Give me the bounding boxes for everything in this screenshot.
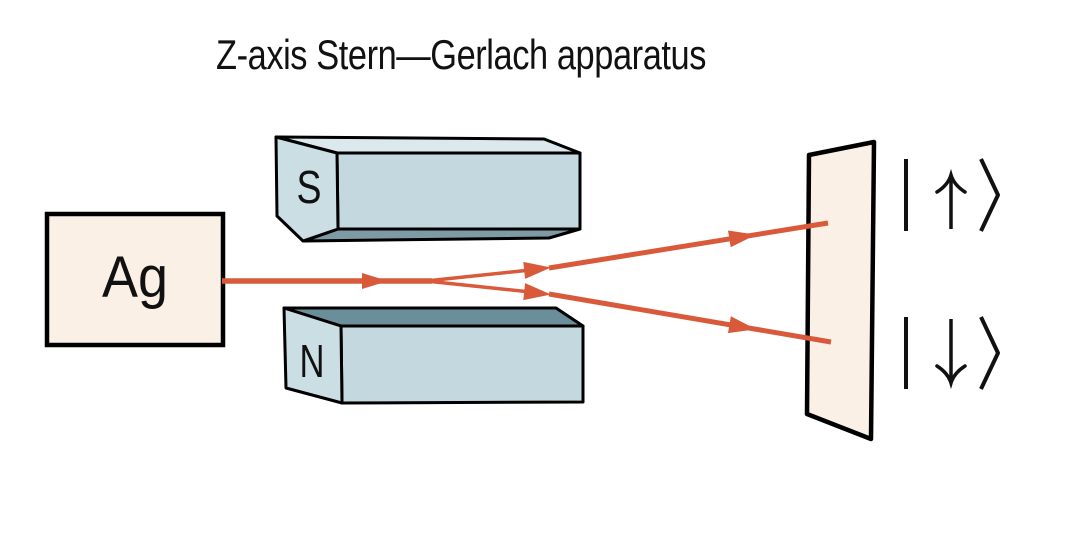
diagram-title: Z-axis Stern—Gerlach apparatus bbox=[216, 31, 706, 78]
ket-up-angle-bracket bbox=[979, 158, 1000, 232]
magnet-south-left-face bbox=[274, 135, 340, 243]
arrowhead-main-icon bbox=[362, 273, 388, 289]
arrowhead-lower-mid-icon bbox=[728, 316, 756, 334]
magnet-south-label: S bbox=[297, 161, 322, 213]
arrowhead-upper-junction-icon bbox=[523, 261, 551, 279]
arrowhead-upper-mid-icon bbox=[728, 230, 756, 248]
arrowhead-lower-junction-icon bbox=[523, 283, 551, 301]
beam-split-upper bbox=[425, 267, 534, 283]
magnet-south-front-face bbox=[335, 151, 582, 231]
source-box: Ag bbox=[44, 211, 226, 348]
beam-upper-to-screen bbox=[548, 220, 829, 271]
up-arrow-head-icon bbox=[935, 168, 967, 194]
beam-split-lower bbox=[425, 279, 534, 295]
beam-arrowheads bbox=[362, 230, 756, 334]
spin-down-ket bbox=[904, 316, 1000, 390]
magnet-north-label: N bbox=[300, 335, 325, 387]
detector-screen-panel bbox=[804, 139, 877, 442]
detector-screen bbox=[804, 139, 877, 442]
ket-down-angle-bracket bbox=[979, 316, 1000, 390]
spin-up-ket bbox=[904, 158, 1000, 232]
source-box-label: Ag bbox=[102, 245, 168, 310]
source-box-outline bbox=[44, 211, 226, 348]
magnet-north-left-face bbox=[282, 306, 344, 405]
magnet-north-pole: N bbox=[282, 306, 585, 405]
magnet-south-underside-face bbox=[302, 227, 582, 243]
down-arrow-head-icon bbox=[935, 364, 967, 390]
beam-paths bbox=[222, 220, 832, 345]
magnet-north-front-face bbox=[339, 324, 585, 405]
beam-lower-to-screen bbox=[548, 291, 832, 345]
magnet-south-pole: S bbox=[274, 135, 582, 243]
